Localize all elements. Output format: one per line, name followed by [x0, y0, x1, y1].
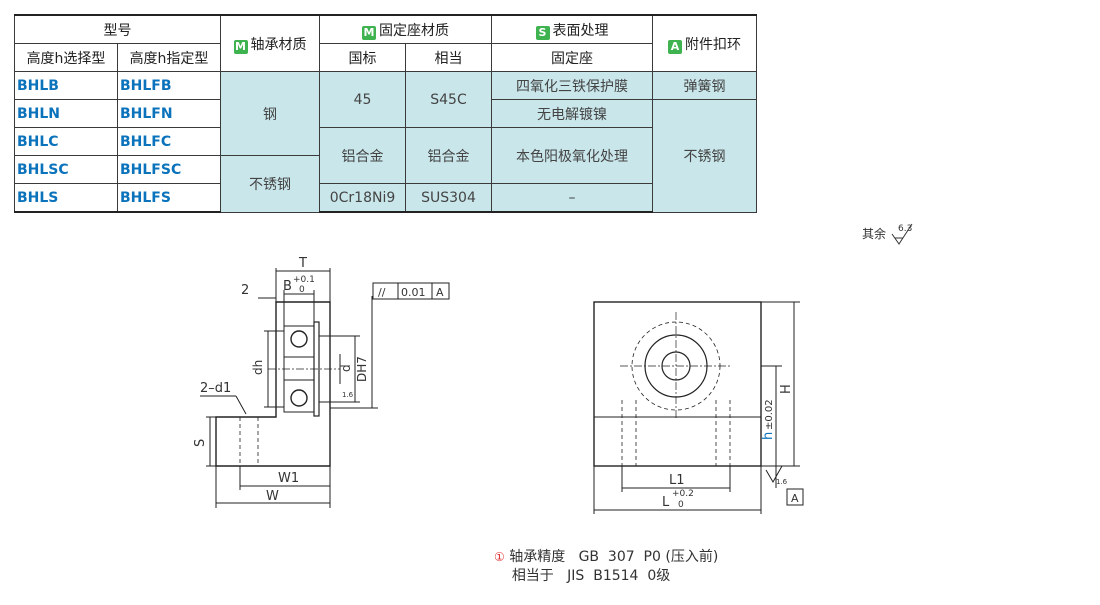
note-value: JIS B1514 0级 — [567, 568, 671, 584]
label-2-d1: 2–d1 — [200, 381, 231, 396]
label-W: W — [266, 489, 279, 504]
roughness-symbol-icon: 6.3 — [891, 223, 913, 245]
label-L1: L1 — [669, 473, 685, 488]
notes-line-1: ① 轴承精度 GB 307 P0 (压入前) — [494, 548, 718, 567]
label-front-finish: 1.6 — [776, 478, 788, 486]
label-B-tol-lower: 0 — [299, 285, 305, 295]
holder-gb-cell: 铝合金 — [319, 127, 406, 184]
surface-cell: 无电解镀镍 — [491, 99, 653, 128]
label-dh: dh — [251, 360, 265, 375]
bearing-material-cell: 不锈钢 — [220, 155, 320, 213]
side-hidden-holes — [239, 417, 259, 466]
holder-gb-cell: 0Cr18Ni9 — [319, 183, 406, 213]
header-surface-holder: 固定座 — [491, 43, 653, 72]
label-L-tol-lower: 0 — [678, 500, 684, 510]
front-view-labels: H h ±0.02 L1 L +0.2 0 1.6 A — [662, 384, 804, 510]
roughness-value: 6.3 — [898, 224, 912, 234]
datum-box — [786, 488, 804, 506]
model-cell: BHLFSC — [117, 155, 221, 184]
side-view-labels: T 2 B +0.1 0 dh d DH7 1.6 2–d1 S W1 W — [193, 256, 369, 504]
surface-badge: S — [535, 25, 550, 40]
label-h: h — [761, 432, 776, 440]
label-B-tol-upper: +0.1 — [293, 275, 315, 285]
front-body-outline — [593, 301, 762, 467]
model-cell: BHLFB — [117, 71, 221, 100]
model-cell: BHLFS — [117, 183, 221, 213]
label-T: T — [298, 256, 307, 271]
ring-cell: 弹簧钢 — [652, 71, 757, 100]
model-cell: BHLS — [14, 183, 118, 213]
material-badge: M — [362, 25, 376, 40]
header-model: 型号 — [14, 14, 221, 44]
model-cell: BHLFC — [117, 127, 221, 156]
label-H: H — [779, 384, 794, 394]
label-2: 2 — [241, 283, 249, 298]
surface-cell: 本色阳极氧化处理 — [491, 127, 653, 184]
holder-equiv-cell: SUS304 — [405, 183, 492, 213]
front-centerlines — [620, 312, 732, 420]
bearing-precision-notes: ① 轴承精度 GB 307 P0 (压入前) 相当于 JIS B1514 0级 — [494, 548, 718, 586]
parallelism-frame: // 0.01 A — [372, 282, 450, 300]
front-view — [593, 301, 800, 514]
roughness-note: 其余 6.3 — [862, 222, 916, 246]
surface-cell: – — [491, 183, 653, 213]
side-body-outline — [215, 301, 331, 467]
label-L-tol-upper: +0.2 — [672, 489, 694, 499]
label-B: B — [283, 279, 292, 294]
note-marker-icon: ① — [494, 550, 505, 564]
model-cell: BHLC — [14, 127, 118, 156]
label-DH7: DH7 — [355, 356, 369, 382]
label-finish: 1.6 — [342, 391, 354, 399]
parallel-symbol-icon: // — [378, 286, 386, 299]
holder-gb-cell: 45 — [319, 71, 406, 128]
model-cell: BHLN — [14, 99, 118, 128]
accessory-badge: A — [668, 39, 682, 54]
notes-line-2: 相当于 JIS B1514 0级 — [494, 567, 718, 586]
header-model-select: 高度h选择型 — [14, 43, 118, 72]
parallel-datum: A — [436, 286, 444, 299]
label-W1: W1 — [278, 471, 299, 486]
parallel-value: 0.01 — [401, 286, 426, 299]
model-cell: BHLSC — [14, 155, 118, 184]
roughness-label: 其余 — [862, 227, 887, 241]
ring-cell: 不锈钢 — [652, 99, 757, 213]
note-value: GB 307 P0 (压入前) — [578, 549, 719, 565]
model-cell: BHLB — [14, 71, 118, 100]
label-datum: A — [791, 492, 799, 505]
label-h-tol: ±0.02 — [764, 399, 775, 430]
holder-equiv-cell: 铝合金 — [405, 127, 492, 184]
label-L: L — [662, 495, 670, 510]
side-view — [200, 268, 378, 508]
label-d: d — [339, 364, 353, 372]
header-model-specify: 高度h指定型 — [117, 43, 221, 72]
note-label: 轴承精度 — [509, 549, 566, 565]
surface-cell: 四氧化三铁保护膜 — [491, 71, 653, 100]
model-cell: BHLFN — [117, 99, 221, 128]
label-S: S — [193, 439, 208, 447]
note-label: 相当于 — [511, 568, 554, 584]
material-badge: M — [233, 39, 248, 54]
